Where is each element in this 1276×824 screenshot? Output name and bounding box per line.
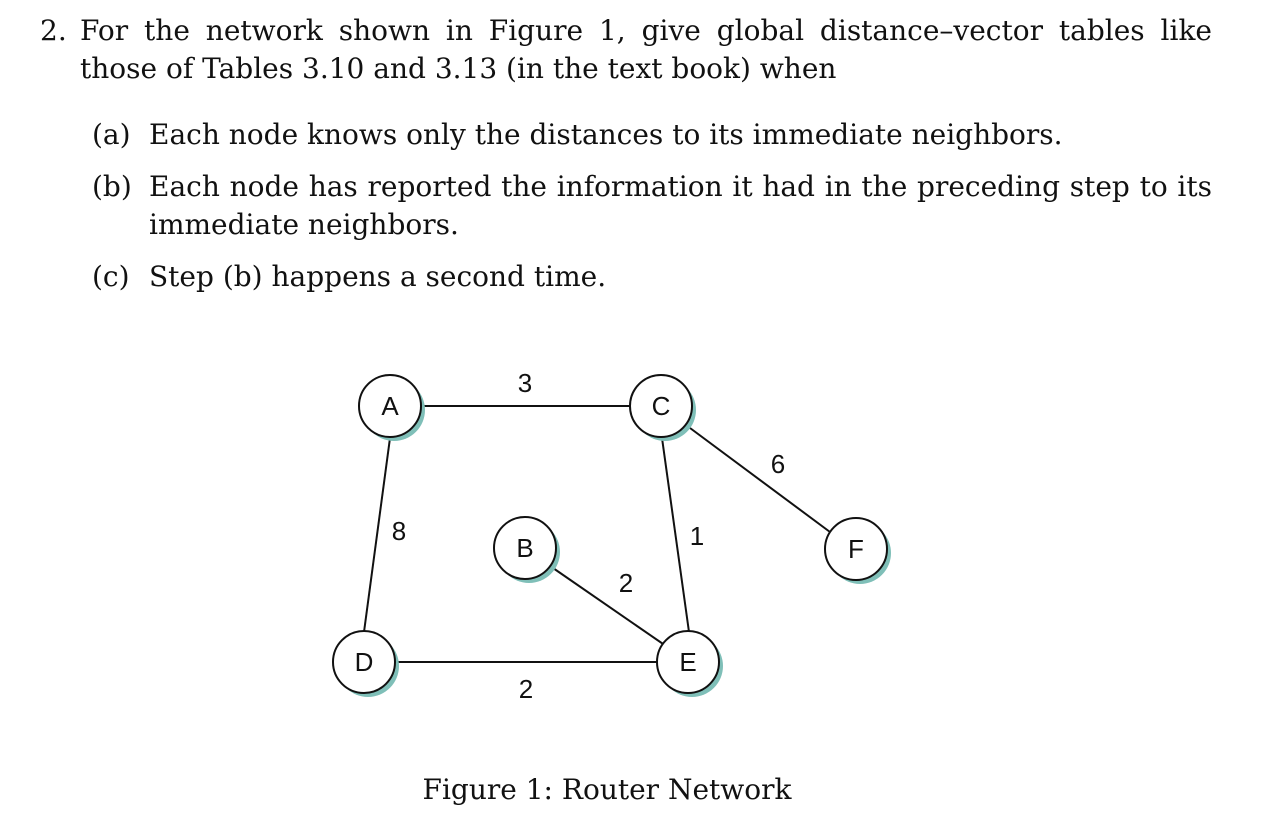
edge-weight-c-e: 1 [690, 521, 704, 551]
part-c-text: Step (b) happens a second time. [149, 260, 607, 293]
part-a: (a) Each node knows only the distances t… [92, 116, 1212, 154]
problem-text: For the network shown in Figure 1, give … [80, 14, 1212, 85]
problem-number: 2. [40, 14, 67, 47]
node-e-label: E [679, 647, 696, 677]
node-c: C [629, 374, 696, 441]
node-e: E [656, 630, 723, 697]
edge-weight-a-c: 3 [518, 368, 532, 398]
node-a: A [358, 374, 425, 441]
node-f-label: F [848, 534, 864, 564]
problem-statement: 2. For the network shown in Figure 1, gi… [40, 12, 1212, 88]
node-d: D [332, 630, 399, 697]
part-c: (c) Step (b) happens a second time. [92, 258, 1212, 296]
part-b-label: (b) [92, 170, 132, 203]
edge-weight-c-f: 6 [771, 449, 785, 479]
edge-c-e [661, 437, 690, 633]
edge-c-f [689, 427, 831, 533]
node-c-label: C [652, 391, 671, 421]
part-c-label: (c) [92, 260, 130, 293]
edge-a-d [363, 437, 391, 633]
edge-weight-d-e: 2 [519, 674, 533, 704]
node-a-label: A [381, 391, 399, 421]
node-f: F [824, 517, 891, 584]
node-b: B [493, 516, 560, 583]
part-b: (b) Each node has reported the informati… [92, 168, 1212, 244]
edge-weight-b-e: 2 [619, 568, 633, 598]
edge-weight-a-d: 8 [392, 516, 406, 546]
node-d-label: D [355, 647, 374, 677]
part-b-text: Each node has reported the information i… [149, 170, 1212, 241]
edge-b-e [552, 567, 667, 647]
node-b-label: B [516, 533, 533, 563]
part-a-label: (a) [92, 118, 131, 151]
part-a-text: Each node knows only the distances to it… [149, 118, 1063, 151]
figure-caption: Figure 1: Router Network [422, 773, 792, 806]
